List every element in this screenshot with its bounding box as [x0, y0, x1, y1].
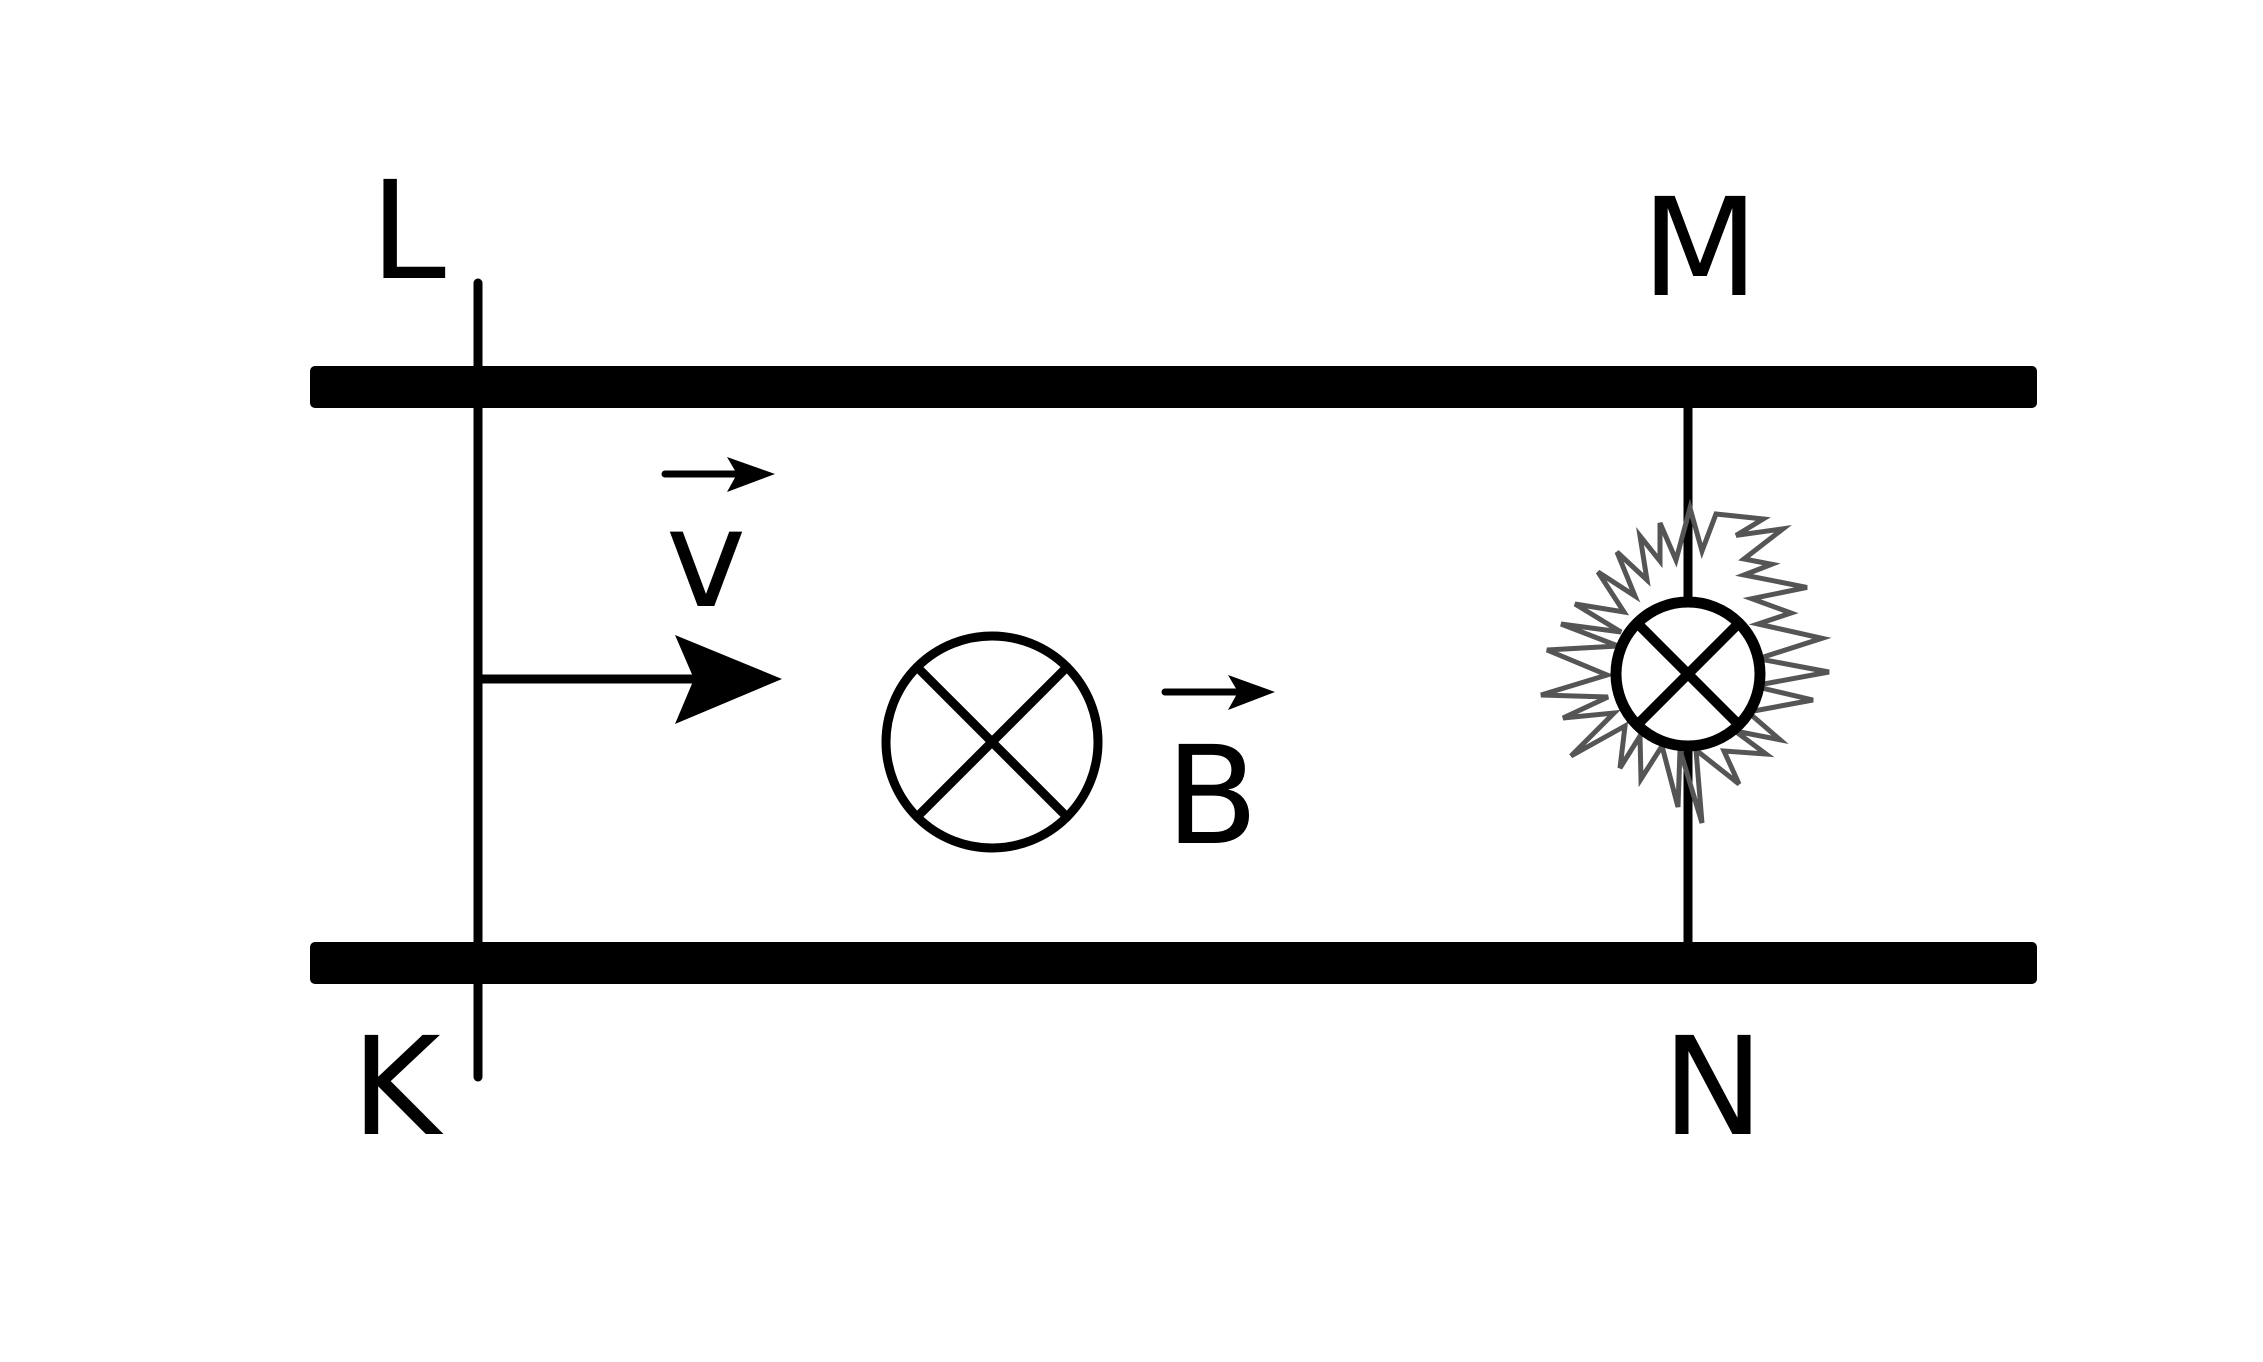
- velocity-arrow: [478, 635, 782, 724]
- lamp-glow: [1540, 498, 1832, 824]
- top-rail: [310, 366, 2037, 408]
- bottom-rail: [310, 942, 2037, 984]
- lamp-glowing-icon: [1540, 498, 1832, 824]
- circle-cross-icon: [881, 631, 1103, 853]
- velocity-vector-arrow-icon: [661, 457, 775, 492]
- field-vector-arrow-icon: [1161, 675, 1275, 710]
- velocity-label-group: v: [661, 457, 775, 639]
- label-top-right: M: [1641, 170, 1758, 328]
- velocity-label: v: [666, 481, 746, 639]
- label-bottom-right: N: [1662, 1009, 1764, 1167]
- field-label-group: B: [1161, 675, 1275, 876]
- label-top-left: L: [370, 153, 446, 311]
- field-label: B: [1165, 718, 1258, 876]
- label-bottom-left: K: [351, 1009, 444, 1167]
